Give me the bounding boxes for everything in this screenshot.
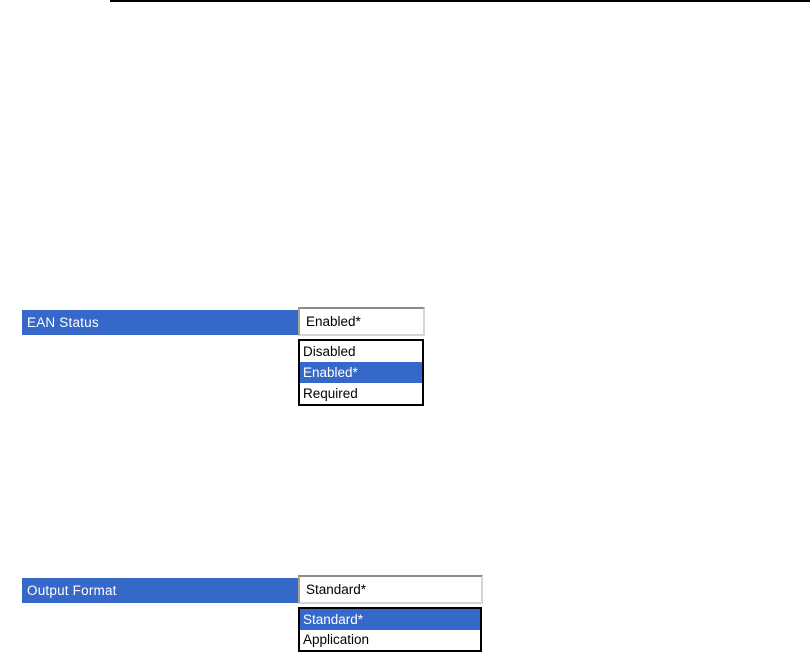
ean-status-dropdown-list: Disabled Enabled* Required <box>298 339 424 406</box>
option-disabled[interactable]: Disabled <box>303 344 356 359</box>
param-label-text: EAN Status <box>27 315 99 330</box>
option-standard-selected[interactable]: Standard* <box>300 609 480 630</box>
combobox-value: Standard* <box>306 582 367 597</box>
ean-status-combobox[interactable]: Enabled* <box>298 307 425 336</box>
option-required[interactable]: Required <box>303 386 358 401</box>
param-label-bar-output-format: Output Format <box>22 578 298 603</box>
option-application[interactable]: Application <box>303 632 370 648</box>
option-enabled-selected[interactable]: Enabled* <box>300 362 422 383</box>
output-format-combobox[interactable]: Standard* <box>298 575 483 604</box>
param-label-text: Output Format <box>27 583 117 598</box>
combobox-value: Enabled* <box>306 314 361 329</box>
top-rule <box>110 0 810 2</box>
output-format-dropdown-list: Standard* Application <box>298 607 482 652</box>
param-label-bar-ean-status: EAN Status <box>22 310 298 335</box>
